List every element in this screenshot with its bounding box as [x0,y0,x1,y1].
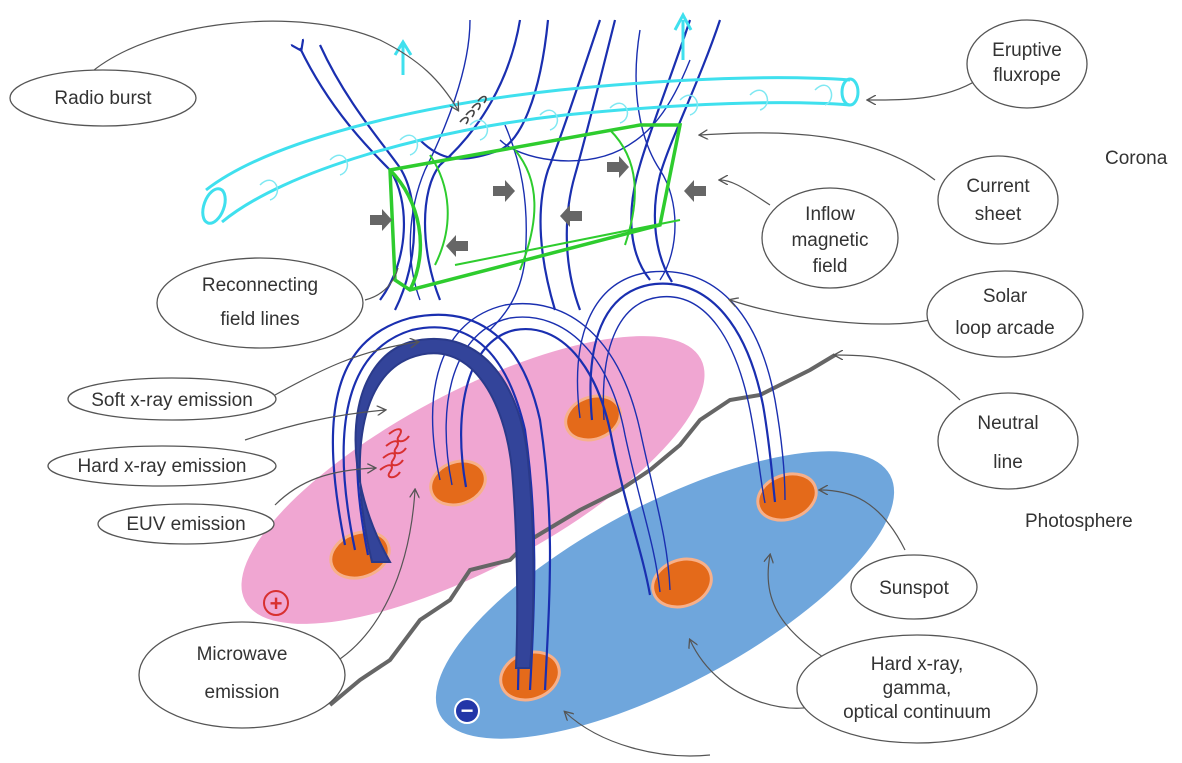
photosphere-label: Photosphere [1025,511,1133,532]
hard-xray-callout: Hard x-ray emission [48,446,276,486]
hard-xray-label: Hard x-ray emission [78,456,247,477]
inflow-field-label-2: magnetic [791,230,868,251]
negative-polarity-symbol: − [455,698,479,723]
eruptive-fluxrope-label-2: fluxrope [993,65,1061,86]
neutral-line-label-1: Neutral [977,413,1038,434]
footpoint-emission-callout: Hard x-ray, gamma, optical continuum [797,635,1037,743]
sunspot-label: Sunspot [879,578,949,599]
current-sheet-label-1: Current [966,176,1030,197]
positive-sign: + [270,591,283,616]
eruptive-fluxrope-label-1: Eruptive [992,40,1062,61]
microwave-label-2: emission [205,682,280,703]
radio-burst-callout: Radio burst [10,70,196,126]
reconnecting-label-2: field lines [220,309,299,330]
euv-label: EUV emission [126,514,245,535]
soft-xray-label: Soft x-ray emission [91,390,253,411]
radio-burst-label: Radio burst [54,88,152,109]
footpoint-emission-label-2: gamma, [883,678,952,699]
inflow-field-label-1: Inflow [805,204,855,225]
solar-loop-callout: Solar loop arcade [927,271,1083,357]
reconnecting-callout: Reconnecting field lines [157,258,363,348]
inflow-field-callout: Inflow magnetic field [762,188,898,288]
microwave-callout: Microwave emission [139,622,345,728]
eruptive-fluxrope [198,15,858,226]
negative-sign: − [461,698,474,723]
neutral-line-label-2: line [993,452,1023,473]
current-sheet-label-2: sheet [975,204,1022,225]
euv-callout: EUV emission [98,504,274,544]
sunspot-callout: Sunspot [851,555,977,619]
inflow-field-label-3: field [813,256,848,277]
solar-loop-label-2: loop arcade [955,318,1054,339]
footpoint-emission-label-3: optical continuum [843,702,991,723]
current-sheet-callout: Current sheet [938,156,1058,244]
footpoint-emission-label-1: Hard x-ray, [871,654,964,675]
microwave-label-1: Microwave [197,644,288,665]
reconnecting-label-1: Reconnecting [202,275,318,296]
eruptive-fluxrope-callout: Eruptive fluxrope [967,20,1087,108]
soft-xray-callout: Soft x-ray emission [68,378,276,420]
neutral-line-callout: Neutral line [938,393,1078,489]
solar-loop-label-1: Solar [983,286,1028,307]
corona-label: Corona [1105,148,1168,169]
